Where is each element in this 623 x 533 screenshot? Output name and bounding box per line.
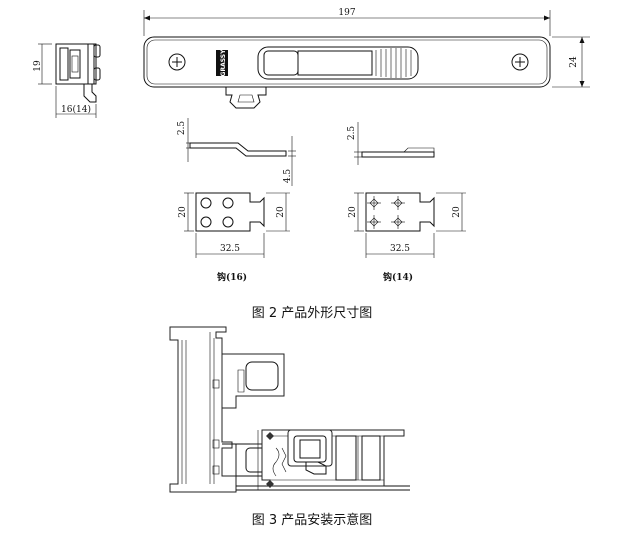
hook-16: 2.5 4.5 20 20 32.5 钩(16)	[177, 118, 296, 283]
hook16-label: 钩(16)	[217, 271, 247, 283]
hook16-width-dim: 32.5	[220, 244, 240, 254]
top-view: 197 GRASSY 24	[143, 8, 590, 109]
installation-drawing	[169, 326, 410, 493]
brand-text: GRASSY	[220, 49, 227, 77]
side-height-dim: 19	[33, 60, 43, 72]
width-dim: 24	[569, 56, 579, 68]
hook14-label: 钩(14)	[383, 271, 413, 283]
figure-2-caption: 图 2 产品外形尺寸图	[252, 306, 373, 321]
side-depth-dim: 16(14)	[61, 104, 91, 115]
brand-badge	[216, 50, 228, 76]
hook14-height-left-dim: 20	[348, 206, 358, 218]
hook14-thickness-dim: 2.5	[347, 126, 357, 141]
length-dim: 197	[338, 8, 355, 18]
hook16-height-right-dim: 20	[276, 206, 286, 218]
figure-3-caption: 图 3 产品安装示意图	[252, 512, 373, 528]
hook16-step-dim: 4.5	[283, 169, 293, 184]
hook14-width-dim: 32.5	[390, 244, 410, 254]
hook-14: 2.5 20 20 32.5 钩(14)	[347, 122, 466, 283]
hook16-height-left-dim: 20	[178, 206, 188, 218]
hook16-thickness-dim: 2.5	[177, 121, 187, 136]
hook14-height-right-dim: 20	[452, 206, 462, 218]
side-view: 19 16(14)	[33, 43, 101, 118]
